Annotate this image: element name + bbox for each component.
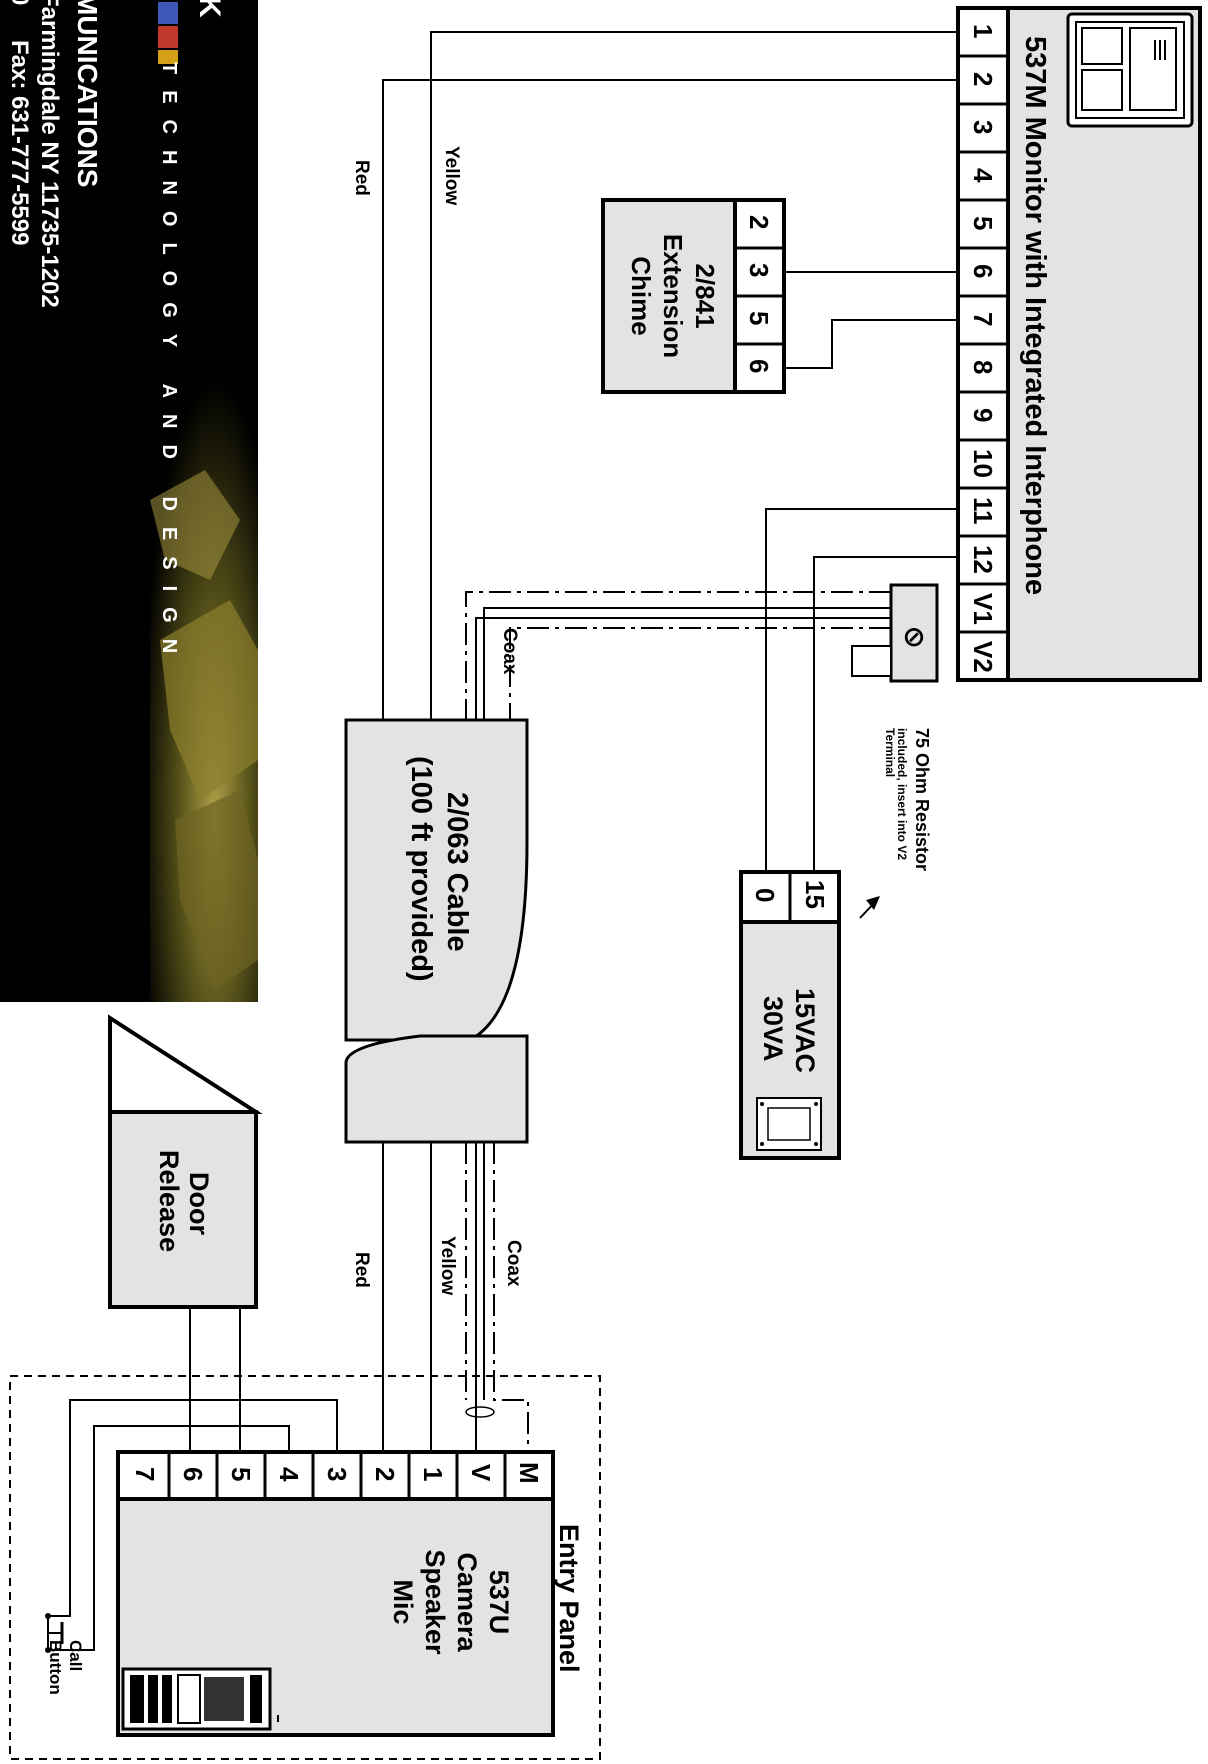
monitor-terminal-11: 11 (968, 497, 998, 525)
monitor-terminal-7: 7 (968, 312, 998, 326)
transformer-device-icon (756, 1097, 822, 1151)
monitor-terminal-v1: V1 (968, 593, 998, 625)
entry-terminal-4: 4 (274, 1467, 304, 1482)
monitor-terminal-2: 2 (968, 72, 998, 86)
monitor-terminal-block: 1 2 3 4 5 6 7 8 9 10 11 12 V1 V2 (958, 24, 1008, 673)
door-release: Door Release (108, 1014, 263, 1309)
wire-yellow-upper (430, 31, 958, 720)
wires (48, 31, 958, 1651)
entry-label-model: 537U (484, 1570, 514, 1635)
banner-phone: 0 (6, 0, 33, 5)
entry-label-speaker: Speaker (420, 1549, 450, 1655)
entry-label-mic: Mic (388, 1579, 418, 1624)
coax-ferrule (465, 1406, 495, 1418)
label-red-lower: Red (351, 1252, 372, 1288)
monitor-terminal-9: 9 (968, 408, 998, 422)
cable-label-length: (100 ft provided) (405, 756, 437, 982)
wire-coax-shield-upper-b (509, 627, 891, 720)
label-red-upper: Red (351, 160, 372, 196)
logo-badge-1 (158, 2, 178, 24)
entry-panel: Entry Panel M V 1 2 3 4 5 6 7 537U Camer… (9, 1375, 601, 1760)
monitor-terminal-1: 1 (968, 24, 998, 38)
wire-coax-shield-lower-b (493, 1142, 529, 1452)
monitor-device-icon (1066, 12, 1194, 128)
chime-label-chime: Chime (626, 256, 656, 335)
logo-badge-3 (158, 50, 178, 64)
call-button: Call Button (45, 1613, 85, 1695)
door-release-label-door: Door (184, 1172, 214, 1235)
transformer-label-voltage: 15VAC (790, 988, 820, 1073)
entry-terminal-6: 6 (178, 1467, 208, 1481)
cable-label-model: 2/063 Cable (441, 792, 473, 952)
resistor-arrow-icon (859, 896, 880, 919)
wire-labels: Yellow Red Coax Yellow Red Coax (351, 146, 524, 1295)
entry-panel-device-icon (121, 1667, 279, 1731)
logo-partial: K (193, 0, 226, 18)
entry-terminal-2: 2 (370, 1467, 400, 1481)
wire-red-upper (382, 79, 958, 720)
company-banner: K TECHNOLOGY AND DESIGN MUNICATIONS Farm… (0, 0, 258, 1002)
cable-2-063: 2/063 Cable (100 ft provided) (344, 718, 529, 1144)
chime-label-model: 2/841 (690, 263, 720, 328)
transformer-terminal-15: 15 (800, 880, 830, 909)
entry-terminal-m: M (514, 1462, 544, 1484)
monitor-terminal-5: 5 (968, 216, 998, 230)
resistor-label-terminal: Terminal (883, 728, 897, 777)
extension-chime: 2 3 5 6 2/841 Extension Chime (601, 198, 786, 394)
wire-coax-center-upper (483, 607, 891, 720)
wire-call-button-4 (48, 1425, 290, 1651)
chime-label-extension: Extension (658, 234, 688, 358)
monitor-terminal-8: 8 (968, 360, 998, 374)
monitor-537m: 1 2 3 4 5 6 7 8 9 10 11 12 V1 V2 537M Mo… (956, 6, 1202, 682)
entry-terminal-3: 3 (322, 1467, 352, 1481)
wire-12-to-transformer-15 (813, 556, 958, 872)
entry-terminal-7: 7 (130, 1467, 160, 1481)
entry-terminal-v: V (466, 1464, 496, 1482)
entry-label-camera: Camera (452, 1552, 482, 1652)
monitor-terminal-12: 12 (968, 545, 998, 574)
entry-terminal-5: 5 (226, 1467, 256, 1481)
chime-terminal-6: 6 (744, 359, 774, 373)
label-coax-upper: Coax (499, 628, 520, 675)
banner-company: MUNICATIONS (72, 0, 103, 187)
chime-terminal-2: 2 (744, 215, 774, 229)
wire-call-button-3 (48, 1399, 338, 1617)
wire-coax-shield-upper-a (465, 591, 891, 720)
logo-badge-2 (158, 26, 178, 48)
wire-11-to-transformer-0 (765, 508, 958, 872)
label-coax-lower: Coax (503, 1240, 524, 1287)
label-yellow-lower: Yellow (437, 1236, 458, 1295)
resistor-75ohm: ⊘ 75 Ohm Resistor included, insert into … (851, 583, 939, 919)
label-yellow-upper: Yellow (441, 146, 462, 205)
wire-coax-center-upper-2 (475, 617, 891, 720)
call-button-label-call: Call (66, 1640, 85, 1671)
monitor-terminal-10: 10 (968, 449, 998, 478)
door-release-label-release: Release (154, 1150, 184, 1252)
transformer-15vac: 15 0 15VAC 30VA (739, 870, 841, 1160)
chime-terminal-5: 5 (744, 311, 774, 325)
chime-terminal-3: 3 (744, 263, 774, 277)
entry-panel-title: Entry Panel (554, 1524, 584, 1673)
wire-chime-6-to-7 (784, 319, 958, 369)
banner-fax: Fax: 631-777-5599 (6, 40, 33, 245)
call-button-label-button: Button (46, 1640, 65, 1695)
resistor-symbol: ⊘ (902, 621, 925, 652)
monitor-terminal-3: 3 (968, 120, 998, 134)
entry-terminal-1: 1 (418, 1467, 448, 1481)
monitor-terminal-6: 6 (968, 264, 998, 278)
monitor-terminal-v2: V2 (968, 641, 998, 673)
monitor-terminal-4: 4 (968, 168, 998, 183)
transformer-label-va: 30VA (758, 996, 788, 1062)
banner-address: Farmingdale NY 11735-1202 (36, 0, 63, 308)
transformer-terminal-0: 0 (750, 888, 780, 902)
banner-tagline: TECHNOLOGY AND DESIGN (158, 62, 180, 669)
resistor-label-title: 75 Ohm Resistor (912, 728, 932, 871)
resistor-label-insert: included, insert into V2 (895, 728, 909, 860)
monitor-title: 537M Monitor with Integrated Interphone (1019, 36, 1051, 595)
